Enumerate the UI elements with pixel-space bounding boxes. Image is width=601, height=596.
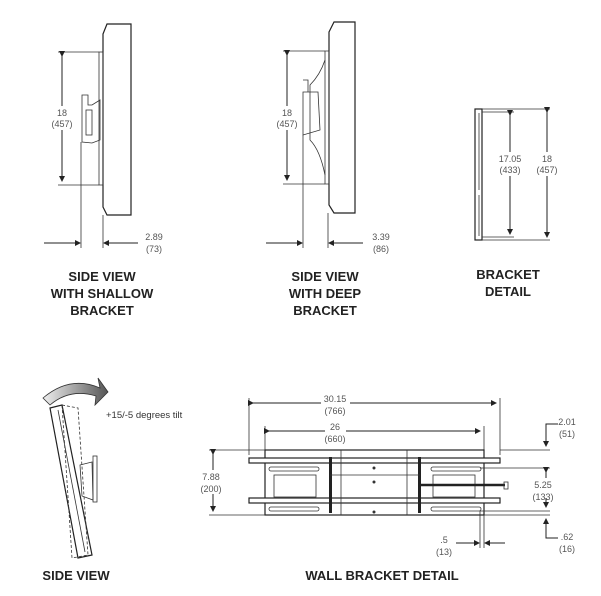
wall-plate	[98, 51, 104, 186]
strap	[329, 457, 332, 513]
outer-label: 18	[542, 154, 552, 164]
view-title: WALL BRACKET DETAIL	[305, 568, 458, 583]
width-mm-label: (766)	[324, 406, 345, 416]
wall-plate	[92, 455, 98, 503]
inner-label: 17.05	[499, 154, 522, 164]
edge-mm-label: (13)	[436, 547, 452, 557]
height-label: 7.88	[202, 472, 220, 482]
mounting-slot	[430, 466, 482, 472]
bracket	[309, 59, 326, 176]
top-offset-mm-label: (51)	[559, 429, 575, 439]
view-title: SIDE VIEW	[68, 269, 136, 284]
strap	[418, 457, 421, 513]
mounting-slot	[268, 466, 320, 472]
inner-width-mm-label: (660)	[324, 434, 345, 444]
view-title: WITH DEEP	[289, 286, 362, 301]
view-title: BRACKET	[476, 267, 540, 282]
height-label: 18	[282, 108, 292, 118]
top-offset-label: 2.01	[558, 417, 576, 427]
inner-mm-label: (433)	[499, 165, 520, 175]
mounting-slot	[430, 506, 482, 512]
side-view-deep: 18 (457) 3.39 (86) SIDE VIEW WITH DEEP B…	[266, 21, 390, 318]
bottom-rail	[248, 497, 501, 504]
depth-label: 3.39	[372, 232, 390, 242]
hole-spacing-label: 5.25	[534, 480, 552, 490]
wall-plate	[324, 50, 330, 185]
side-view-tilt: +15/-5 degrees tilt SIDE VIEW	[42, 377, 183, 583]
bracket-detail: 17.05 (433) 18 (457) BRACKET DETAIL	[474, 107, 558, 299]
top-rail	[248, 457, 501, 464]
height-mm-label: (200)	[200, 484, 221, 494]
mounting-hole	[372, 466, 376, 470]
bottom-offset-label: .62	[561, 532, 574, 542]
depth-mm-label: (73)	[146, 244, 162, 254]
tilt-note: +15/-5 degrees tilt	[106, 410, 183, 421]
mounting-hole	[372, 510, 376, 514]
view-title: BRACKET	[293, 303, 357, 318]
cutout	[273, 474, 317, 498]
display-profile	[328, 21, 356, 214]
height-mm-label: (457)	[276, 119, 297, 129]
bracket	[79, 461, 94, 501]
depth-mm-label: (86)	[373, 244, 389, 254]
bracket	[81, 94, 101, 144]
edge-label: .5	[440, 535, 448, 545]
wall-bracket-detail: 30.15 (766) 26 (660) 7.88 (200) 2.01 (51…	[199, 394, 576, 583]
view-title: WITH SHALLOW	[51, 286, 154, 301]
display-profile	[102, 23, 132, 216]
mounting-slot	[268, 506, 320, 512]
hole-spacing-mm-label: (133)	[532, 492, 553, 502]
view-title: SIDE VIEW	[291, 269, 359, 284]
height-mm-label: (457)	[51, 119, 72, 129]
tilt-arrow-icon	[42, 377, 109, 407]
outer-mm-label: (457)	[536, 165, 557, 175]
width-label: 30.15	[324, 394, 347, 404]
view-title: BRACKET	[70, 303, 134, 318]
depth-label: 2.89	[145, 232, 163, 242]
view-title: DETAIL	[485, 284, 531, 299]
side-view-shallow: 18 (457) 2.89 (73) SIDE VIEW WITH SHALLO…	[44, 23, 163, 318]
bottom-offset-mm-label: (16)	[559, 544, 575, 554]
bracket-bar	[474, 108, 483, 241]
mounting-hole	[372, 480, 376, 484]
height-label: 18	[57, 108, 67, 118]
display-profile	[49, 404, 93, 559]
inner-width-label: 26	[330, 422, 340, 432]
view-title: SIDE VIEW	[42, 568, 110, 583]
tilted-display-outline	[61, 404, 89, 559]
